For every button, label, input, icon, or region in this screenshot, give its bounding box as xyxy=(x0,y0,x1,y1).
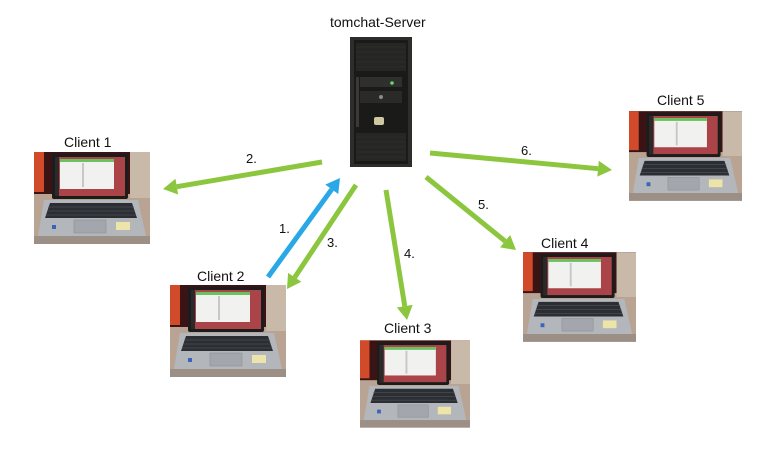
arrow-4-head xyxy=(396,304,413,320)
client-3-laptop-image xyxy=(360,339,470,429)
arrow-5-head xyxy=(500,234,516,250)
step-1-label: 1. xyxy=(279,221,290,236)
arrow-2-shaft xyxy=(176,159,323,190)
client-5-laptop-image xyxy=(629,110,742,202)
arrows-layer xyxy=(163,150,612,320)
client-4-label: Client 4 xyxy=(541,235,589,251)
arrow-2-head xyxy=(163,178,179,195)
step-4-label: 4. xyxy=(404,246,415,261)
client-3-label: Client 3 xyxy=(384,320,432,336)
arrow-3-shaft xyxy=(292,183,359,279)
client-5-label: Client 5 xyxy=(657,92,705,108)
server-image xyxy=(350,37,412,167)
server-label: tomchat-Server xyxy=(330,14,426,30)
step-2-label: 2. xyxy=(246,151,257,166)
arrow-6-shaft xyxy=(429,150,599,172)
client-2-label: Client 2 xyxy=(197,268,245,284)
arrow-6-head xyxy=(597,160,612,177)
client-4-laptop-image xyxy=(523,251,636,343)
client-1-label: Client 1 xyxy=(64,134,112,150)
client-1-laptop-image xyxy=(34,152,150,244)
arrow-1-head xyxy=(325,178,340,195)
arrow-4-shaft xyxy=(383,189,408,307)
step-3-label: 3. xyxy=(327,235,338,250)
arrow-3-head xyxy=(287,272,302,289)
arrow-5-shaft xyxy=(424,175,507,244)
client-2-laptop-image xyxy=(170,285,286,377)
step-5-label: 5. xyxy=(478,197,489,212)
arrow-1-shaft xyxy=(265,187,334,279)
step-6-label: 6. xyxy=(521,143,532,158)
